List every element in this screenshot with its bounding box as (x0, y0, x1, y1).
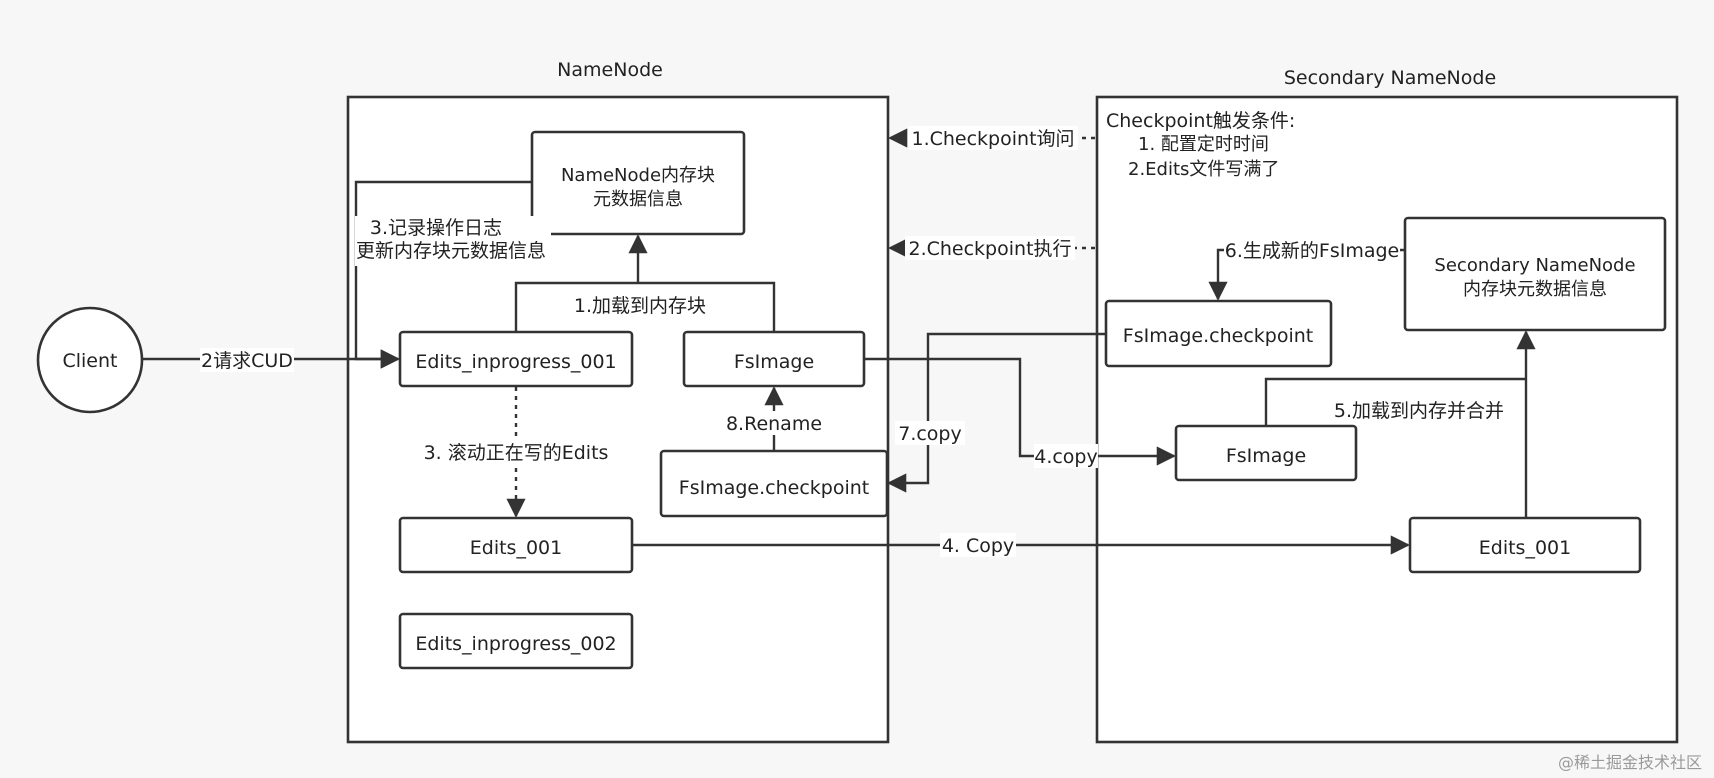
checkpoint-trigger-title: Checkpoint触发条件: (1106, 110, 1295, 132)
secondary-fsimage-label: FsImage (1226, 445, 1306, 467)
checkpoint-trigger-1: 1. 配置定时时间 (1138, 134, 1269, 155)
label-record-log-line1: 3.记录操作日志 (370, 217, 502, 239)
edits-inprogress-001-label: Edits_inprogress_001 (415, 351, 616, 373)
label-merge: 5.加载到内存并合并 (1334, 400, 1504, 422)
secondary-edits-001-label: Edits_001 (1479, 537, 1571, 559)
label-checkpoint-execute: 2.Checkpoint执行 (908, 238, 1071, 260)
connector-merge-fsimage (1264, 377, 1526, 426)
label-generate-fsimage: 6.生成新的FsImage (1225, 240, 1399, 262)
secondary-memory-block (1403, 216, 1667, 332)
secondary-namenode-title: Secondary NameNode (1284, 67, 1496, 89)
label-request-cud: 2请求CUD (201, 350, 293, 372)
connector-load-edits (514, 281, 776, 332)
namenode-edits-001-label: Edits_001 (470, 537, 562, 559)
label-roll-edits: 3. 滚动正在写的Edits (424, 442, 609, 464)
label-record-log-line2: 更新内存块元数据信息 (356, 240, 546, 262)
label-checkpoint-query: 1.Checkpoint询问 (911, 128, 1074, 150)
namenode-title: NameNode (557, 59, 663, 81)
secondary-memory-block-line2: 内存块元数据信息 (1463, 279, 1607, 300)
namenode-memory-block-line2: 元数据信息 (593, 189, 683, 210)
secondary-fsimage-checkpoint-label: FsImage.checkpoint (1123, 325, 1313, 347)
label-copy-7: 7.copy (898, 423, 962, 445)
client-label: Client (62, 350, 117, 372)
arrow-copy-7 (887, 332, 1106, 493)
checkpoint-trigger-2: 2.Edits文件写满了 (1128, 159, 1279, 180)
label-copy-fsimage: 4.copy (1034, 446, 1098, 468)
secondary-memory-block-line1: Secondary NameNode (1434, 255, 1635, 276)
label-load-to-memory: 1.加载到内存块 (574, 295, 706, 317)
namenode-fsimage-label: FsImage (734, 351, 814, 373)
namenode-fsimage-checkpoint-label: FsImage.checkpoint (679, 477, 869, 499)
label-rename: 8.Rename (726, 413, 822, 435)
edits-inprogress-002-box (398, 612, 634, 670)
arrow-record-log (354, 180, 532, 369)
label-copy-edits: 4. Copy (942, 535, 1014, 557)
watermark: @稀土掘金技术社区 (1558, 753, 1702, 772)
edits-inprogress-002-label: Edits_inprogress_002 (415, 633, 616, 655)
namenode-memory-block-line1: NameNode内存块 (561, 165, 715, 186)
